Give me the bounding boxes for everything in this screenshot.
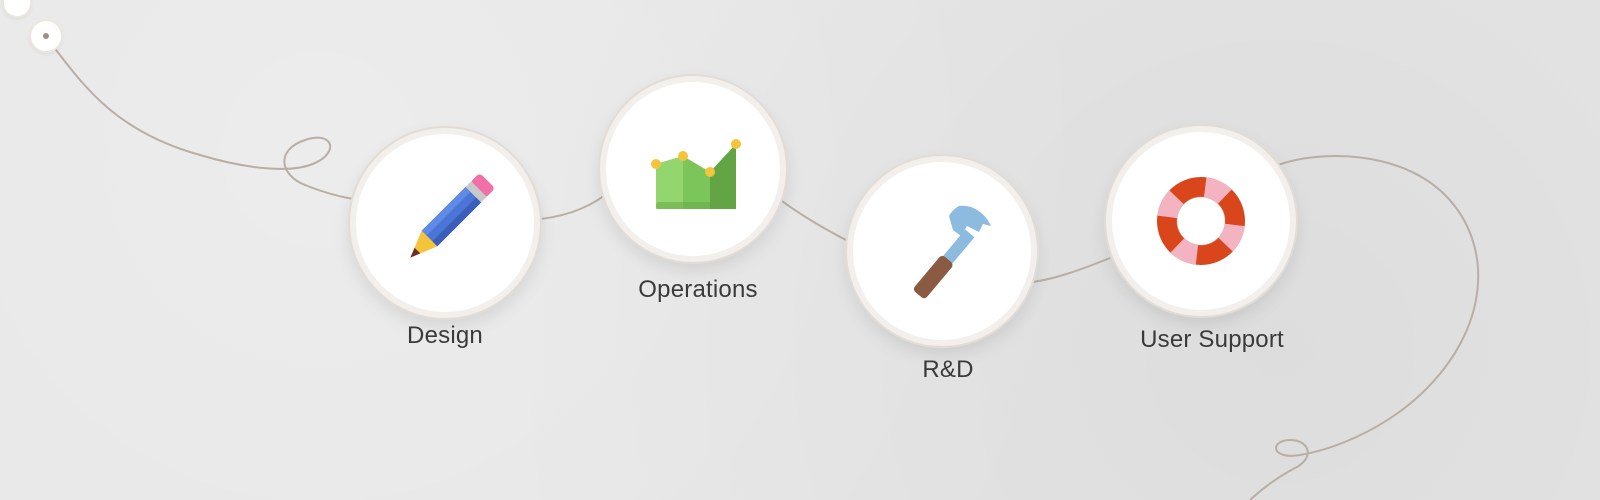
pencil-icon — [390, 168, 500, 278]
step-design-label: Design — [407, 322, 483, 349]
area-chart-icon — [638, 114, 748, 224]
step-rnd-node[interactable] — [847, 156, 1037, 346]
anchor-center — [43, 33, 49, 39]
step-user-support-node[interactable] — [1106, 126, 1296, 316]
step-operations-node[interactable] — [600, 76, 786, 262]
step-rnd-label: R&D — [922, 356, 974, 383]
step-operations-label: Operations — [638, 276, 758, 303]
step-user-support-label: User Support — [1140, 326, 1284, 353]
connector-anchor-dot — [31, 21, 61, 51]
connector-start-dot — [4, 0, 30, 16]
hammer-icon — [887, 196, 997, 306]
step-design-node[interactable] — [350, 128, 540, 318]
lifebuoy-icon — [1146, 166, 1256, 276]
